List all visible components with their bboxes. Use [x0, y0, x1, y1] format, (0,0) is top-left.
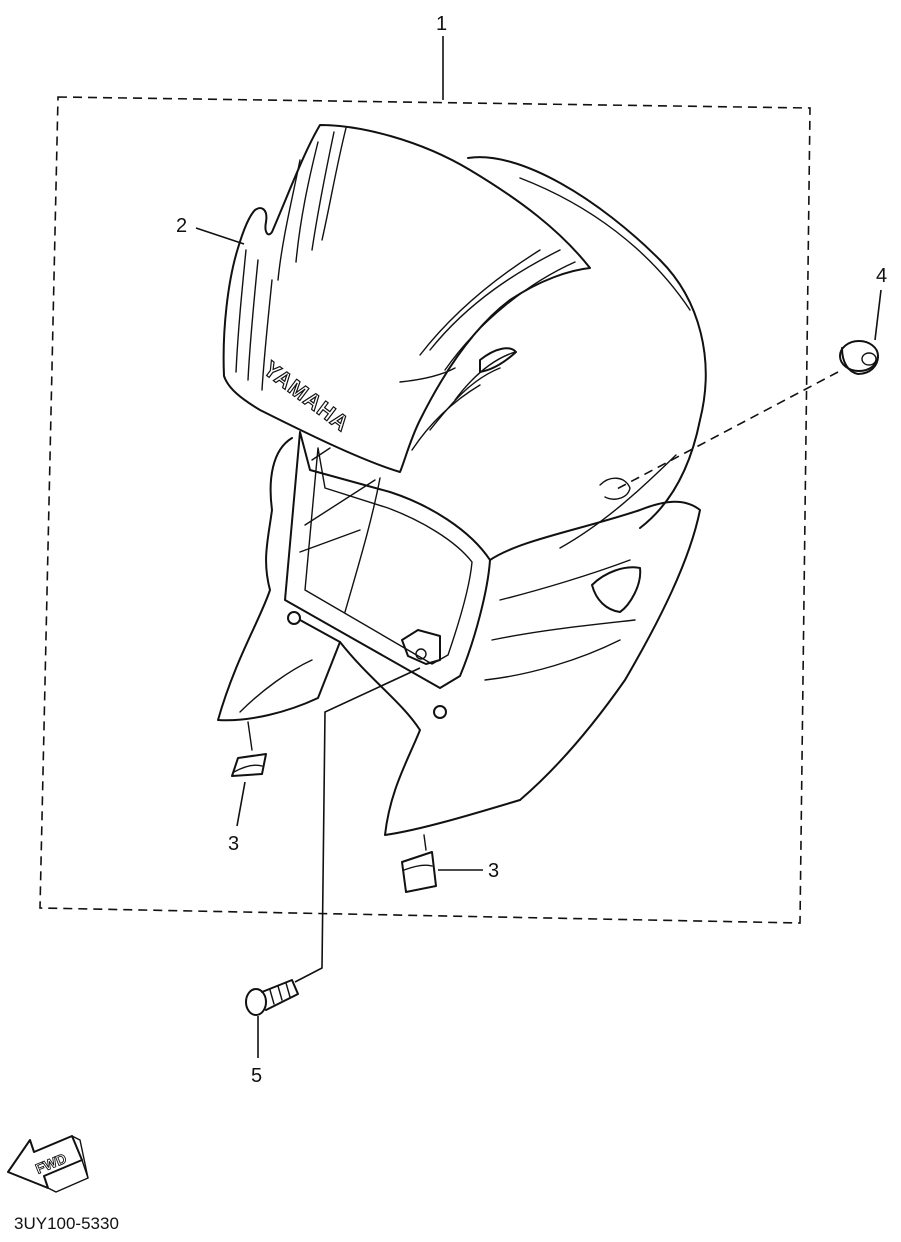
leader-line-2 [195, 227, 245, 245]
cowling-left-fin [217, 437, 341, 722]
assembly-boundary-dashed-box [39, 96, 811, 924]
side-vent [591, 566, 642, 613]
screw-installation-line [294, 667, 421, 983]
cowling-chin [339, 641, 521, 836]
cowling-upper-shell [467, 156, 707, 529]
fwd-arrow-icon: FWD [7, 1135, 89, 1193]
leader-line-4 [874, 289, 882, 341]
callout-5: 5 [251, 1065, 262, 1087]
clip-right-guide [423, 834, 427, 851]
clip-left-guide [247, 721, 253, 751]
callout-3-left: 3 [228, 833, 239, 855]
mount-hole-left [287, 611, 301, 625]
grommet-installation-line [614, 371, 839, 491]
callout-1: 1 [436, 13, 447, 35]
headlight-cowling [217, 156, 707, 836]
callout-3-right: 3 [488, 860, 499, 882]
diagram-code: 3UY100-5330 [14, 1214, 119, 1233]
windscreen-outline [222, 124, 591, 473]
grommet [839, 340, 879, 375]
clip-nut-left [231, 753, 267, 777]
windscreen-brand-text: YAMAHA [259, 356, 354, 436]
callout-4: 4 [876, 265, 887, 287]
windscreen: YAMAHA [222, 124, 591, 473]
cowling-right-panel [489, 500, 701, 801]
leader-line-3-left [236, 781, 246, 827]
mount-hole-center [433, 705, 447, 719]
callout-2: 2 [176, 215, 187, 237]
screw [245, 979, 299, 1016]
mount-bracket [401, 629, 441, 665]
clip-nut-right [401, 851, 437, 893]
